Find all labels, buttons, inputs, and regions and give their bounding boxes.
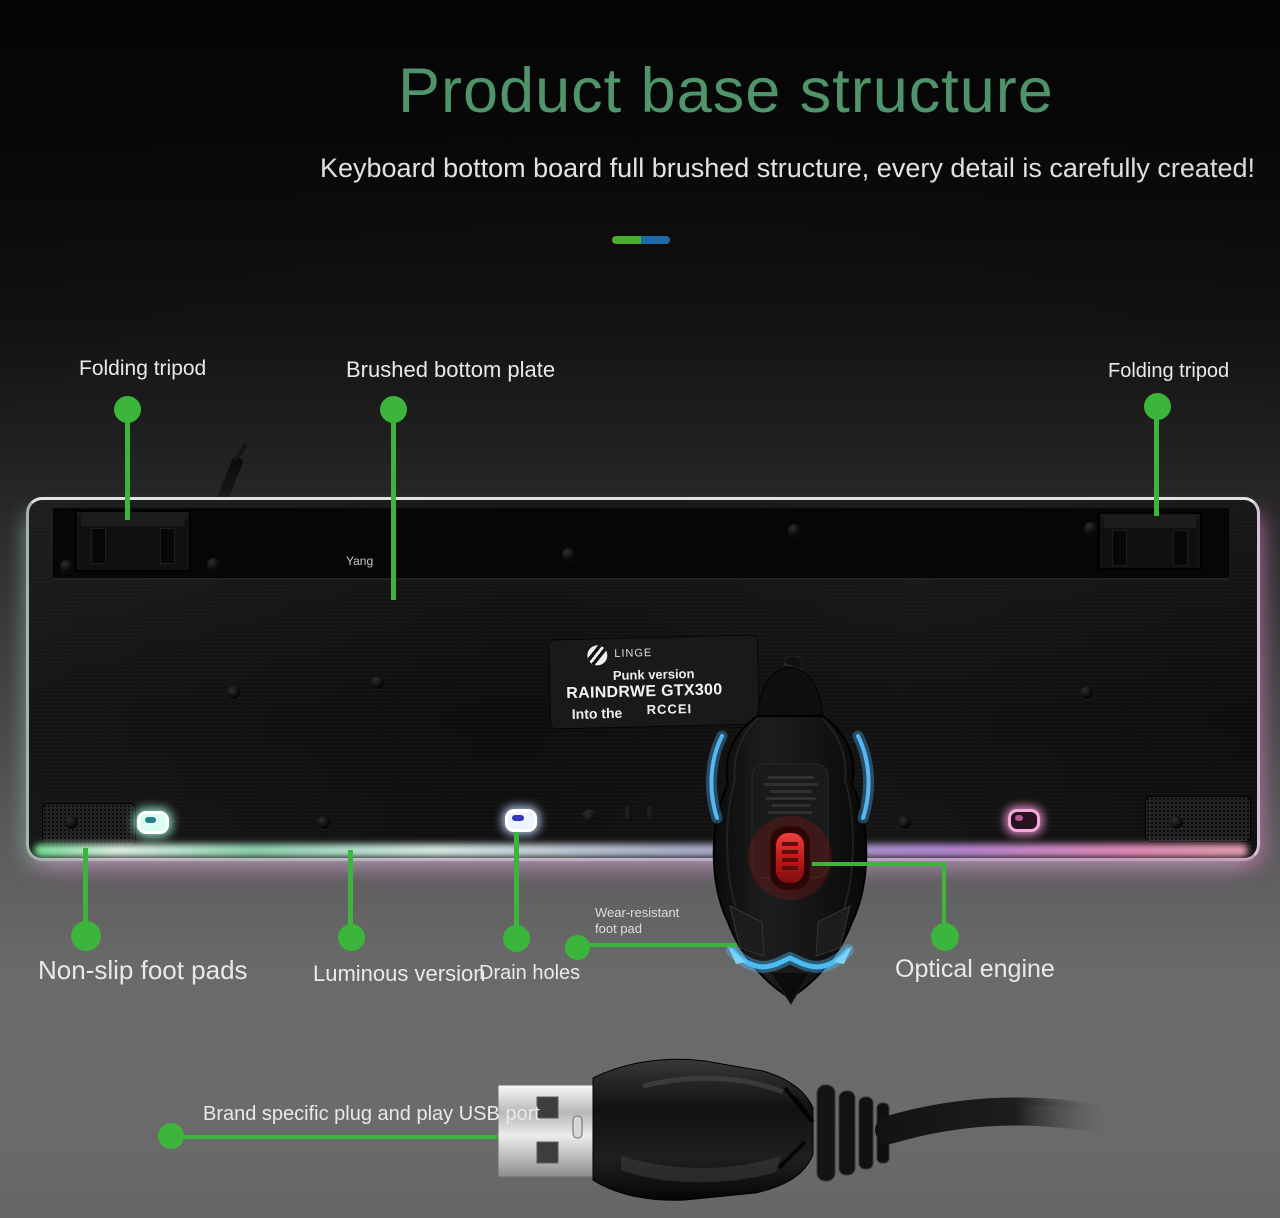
folding-tripod-foot-right: [1098, 512, 1202, 570]
screw: [1170, 816, 1183, 829]
label-line-3-left: Into the: [571, 704, 623, 723]
mouse-foot-right: [815, 905, 851, 957]
callout-label-wear-resistant-foot-pad: Wear-resistant foot pad: [595, 905, 680, 936]
callout-line: [942, 862, 946, 928]
cable-ridge: [838, 1090, 856, 1176]
callout-line: [514, 832, 519, 928]
drain-hole: [647, 806, 651, 818]
divider-blue-segment: [641, 236, 670, 244]
drain-hole: [625, 806, 629, 818]
callout-label-brushed-bottom-plate: Brushed bottom plate: [346, 357, 556, 382]
cable-ridge: [858, 1096, 874, 1170]
divider-green-segment: [612, 236, 642, 244]
usb-slot: [572, 1115, 583, 1139]
callout-dot: [71, 921, 101, 951]
rgb-glow-strip: [34, 844, 1248, 857]
label-line-3-right: RCCEI: [646, 701, 693, 718]
screw: [562, 548, 575, 561]
keyboard-top-bar: [53, 508, 1229, 580]
folding-tripod-foot-left: [75, 510, 191, 572]
screw: [788, 524, 801, 537]
screw: [317, 816, 330, 829]
cable-ridge: [816, 1084, 836, 1182]
callout-line: [812, 862, 946, 866]
screw: [60, 560, 73, 573]
screw: [898, 816, 911, 829]
usb-pin-hole: [536, 1096, 559, 1119]
callout-line: [348, 850, 353, 928]
indicator-light-cyan: [137, 811, 169, 834]
linge-logo-icon: [587, 645, 608, 666]
callout-dot: [1144, 393, 1171, 420]
callout-dot: [380, 396, 407, 423]
callout-dot: [158, 1123, 184, 1149]
usb-pin-hole: [536, 1141, 559, 1164]
callout-line: [391, 418, 396, 600]
callout-dot: [565, 935, 590, 960]
callout-line: [125, 418, 130, 520]
callout-label-usb-port: Brand specific plug and play USB port: [203, 1103, 540, 1125]
screw: [65, 816, 78, 829]
screw: [227, 686, 240, 699]
callout-line: [176, 1135, 498, 1139]
callout-label-drain-holes: Drain holes: [479, 962, 581, 984]
screw: [1084, 522, 1097, 535]
callout-dot: [114, 396, 141, 423]
callout-dot: [503, 925, 530, 952]
brand-name: LINGE: [614, 647, 653, 660]
label-line-1: Punk version: [612, 666, 695, 684]
non-slip-foot-pad-right: [1145, 796, 1251, 842]
indicator-light-blue: [505, 809, 537, 832]
usb-connector: [497, 1058, 1132, 1201]
drain-hole: [582, 810, 596, 822]
callout-label-optical-engine: Optical engine: [895, 955, 1055, 983]
mouse-bottom-view: [705, 656, 875, 1005]
callout-label-luminous-version: Luminous version: [313, 961, 486, 986]
callout-line: [83, 848, 88, 926]
screw: [371, 676, 384, 689]
usb-cable: [875, 1097, 1132, 1144]
callout-dot: [931, 923, 959, 951]
page-subtitle: Keyboard bottom board full brushed struc…: [320, 153, 1255, 183]
callout-label-non-slip-foot-pads: Non-slip foot pads: [38, 955, 248, 985]
case-marking-text: Yang: [346, 554, 374, 568]
keyboard-bottom-view: Yang: [26, 497, 1260, 861]
callout-label-folding-tripod-left: Folding tripod: [79, 357, 207, 380]
non-slip-foot-pad-left: [42, 803, 136, 847]
callout-line: [585, 943, 737, 947]
page-title: Product base structure: [398, 56, 1054, 126]
callout-line: [1154, 416, 1159, 516]
callout-dot: [338, 924, 365, 951]
callout-label-folding-tripod-right: Folding tripod: [1108, 360, 1230, 382]
screw: [1080, 686, 1093, 699]
screw: [207, 558, 220, 571]
mouse-foot-left: [729, 905, 765, 957]
indicator-light-pink: [1008, 809, 1040, 832]
